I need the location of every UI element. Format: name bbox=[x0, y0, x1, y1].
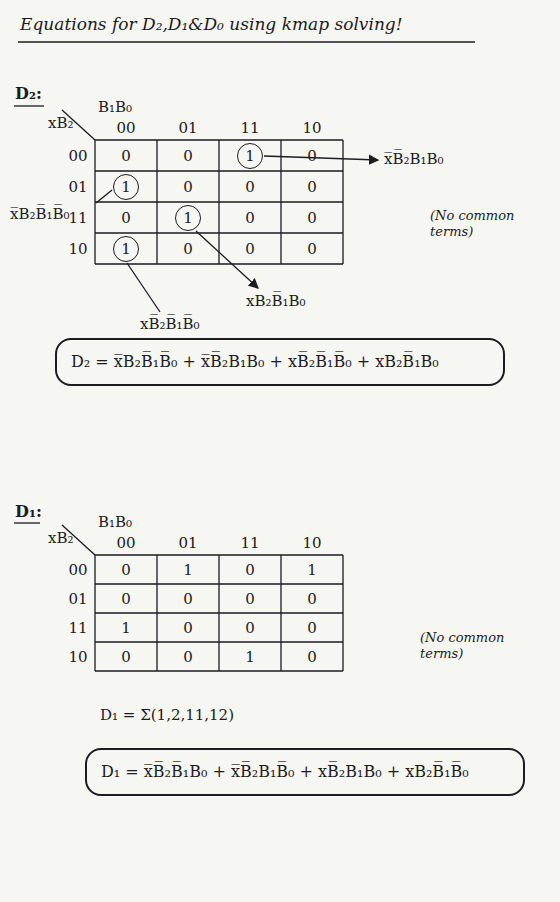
cell-value: 1 bbox=[121, 619, 131, 637]
row-header: 00 bbox=[68, 561, 87, 579]
cell-value: 0 bbox=[307, 178, 317, 196]
cell-value: 0 bbox=[307, 209, 317, 227]
kmap-grid bbox=[62, 525, 343, 671]
row-header: 01 bbox=[68, 178, 87, 196]
cell-value: 0 bbox=[183, 240, 193, 258]
side-note: (No common terms) bbox=[420, 630, 540, 661]
cell-value: 0 bbox=[183, 648, 193, 666]
row-variables: xB₂ bbox=[48, 114, 74, 132]
column-header: 00 bbox=[116, 119, 135, 137]
cell-value: 0 bbox=[183, 147, 193, 165]
cell-value: 0 bbox=[121, 561, 131, 579]
sum-of-minterms: D₁ = Σ(1,2,11,12) bbox=[100, 706, 234, 724]
cell-value: 0 bbox=[307, 147, 317, 165]
equation-box: D₂ = x̅B₂B̅₁B̅₀ + x̅B̅₂B₁B₀ + xB̅₂B̅₁B̅₀… bbox=[55, 338, 505, 386]
cell-value: 0 bbox=[245, 619, 255, 637]
cell-value: 0 bbox=[183, 178, 193, 196]
cell-value: 0 bbox=[245, 590, 255, 608]
row-header: 11 bbox=[68, 209, 87, 227]
row-header: 11 bbox=[68, 619, 87, 637]
row-header: 00 bbox=[68, 147, 87, 165]
section-heading: D₂: bbox=[15, 84, 42, 103]
cell-value: 0 bbox=[307, 590, 317, 608]
cell-value: 0 bbox=[307, 240, 317, 258]
term-callout: x̅B̅₂B₁B₀ bbox=[384, 150, 444, 168]
term-callout: xB₂B̅₁B₀ bbox=[246, 292, 306, 310]
title-underline bbox=[18, 41, 475, 42]
column-header: 01 bbox=[178, 534, 197, 552]
page-title: Equations for D₂,D₁&D₀ using kmap solvin… bbox=[20, 14, 403, 34]
cell-value: 0 bbox=[245, 240, 255, 258]
row-header: 10 bbox=[68, 648, 87, 666]
cell-value: 1 bbox=[307, 561, 317, 579]
column-header: 10 bbox=[302, 119, 321, 137]
row-header: 10 bbox=[68, 240, 87, 258]
column-header: 11 bbox=[240, 119, 259, 137]
cell-value: 0 bbox=[245, 178, 255, 196]
cell-value: 0 bbox=[183, 590, 193, 608]
circled-minterm: 1 bbox=[113, 174, 139, 200]
equation-box: D₁ = x̅B̅₂B̅₁B₀ + x̅B̅₂B₁B̅₀ + xB̅₂B₁B₀ … bbox=[85, 748, 525, 796]
cell-value: 0 bbox=[245, 561, 255, 579]
term-callout: xB̅₂B̅₁B̅₀ bbox=[140, 315, 200, 333]
leader-lines bbox=[96, 156, 378, 312]
circled-minterm: 1 bbox=[237, 143, 263, 169]
cell-value: 0 bbox=[245, 209, 255, 227]
cell-value: 0 bbox=[307, 648, 317, 666]
heading-underline bbox=[14, 105, 44, 106]
equation-text: D₂ = x̅B₂B̅₁B̅₀ + x̅B̅₂B₁B₀ + xB̅₂B̅₁B̅₀… bbox=[71, 352, 439, 371]
cell-value: 0 bbox=[121, 648, 131, 666]
circled-minterm: 1 bbox=[113, 236, 139, 262]
cell-value: 1 bbox=[245, 648, 255, 666]
section-heading: D₁: bbox=[15, 502, 42, 521]
term-callout: x̅B₂B̅₁B̅₀ bbox=[10, 205, 70, 223]
column-variables: B₁B₀ bbox=[98, 98, 132, 116]
cell-value: 0 bbox=[121, 590, 131, 608]
cell-value: 0 bbox=[121, 209, 131, 227]
side-note: (No common terms) bbox=[430, 208, 540, 239]
heading-underline bbox=[14, 522, 40, 523]
column-header: 10 bbox=[302, 534, 321, 552]
cell-value: 1 bbox=[183, 209, 193, 227]
column-header: 01 bbox=[178, 119, 197, 137]
column-header: 11 bbox=[240, 534, 259, 552]
cell-value: 1 bbox=[245, 147, 255, 165]
circled-minterm: 1 bbox=[175, 205, 201, 231]
column-header: 00 bbox=[116, 534, 135, 552]
cell-value: 1 bbox=[183, 561, 193, 579]
cell-value: 0 bbox=[183, 619, 193, 637]
cell-value: 1 bbox=[121, 178, 131, 196]
equation-text: D₁ = x̅B̅₂B̅₁B₀ + x̅B̅₂B₁B̅₀ + xB̅₂B₁B₀ … bbox=[101, 762, 469, 781]
kmap-grid bbox=[62, 110, 343, 264]
cell-value: 0 bbox=[121, 147, 131, 165]
row-variables: xB₂ bbox=[48, 529, 74, 547]
row-header: 01 bbox=[68, 590, 87, 608]
column-variables: B₁B₀ bbox=[98, 513, 132, 531]
cell-value: 1 bbox=[121, 240, 131, 258]
cell-value: 0 bbox=[307, 619, 317, 637]
